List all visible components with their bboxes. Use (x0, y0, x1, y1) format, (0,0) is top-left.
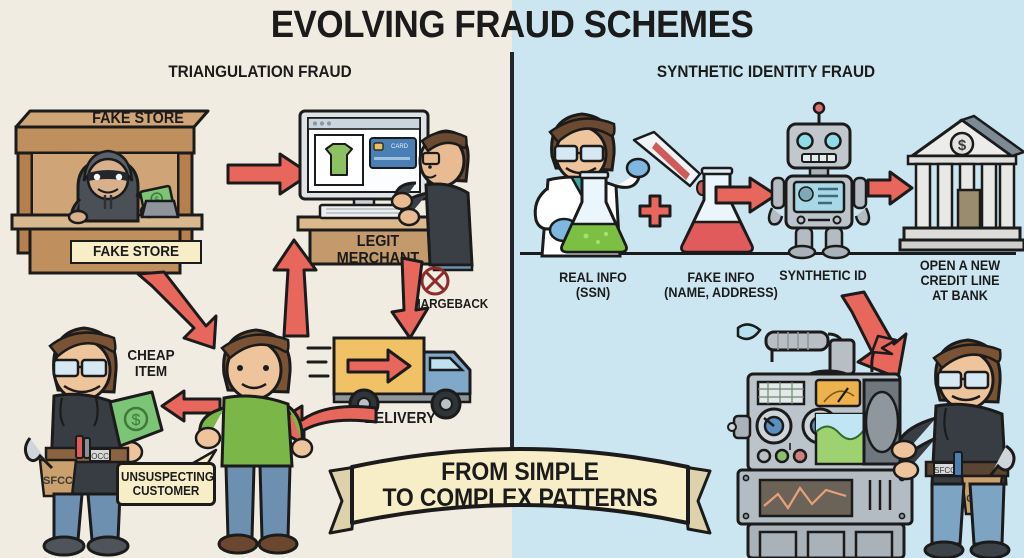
legit-merchant-scene: CARD (296, 109, 474, 272)
banner-label: FROM SIMPLE TO COMPLEX PATTERNS (382, 458, 658, 512)
left-panel-title: TRIANGULATION FRAUD (168, 62, 352, 81)
cheap-item-label: CHEAP ITEM (127, 347, 175, 381)
plus-icon (638, 194, 672, 228)
robot-synthetic-id (767, 101, 871, 260)
arrow-merchant-to-delivery (390, 256, 430, 340)
browser-card-label: CARD (391, 144, 409, 150)
pipette (632, 130, 708, 196)
synthetic-id-label: SYNTHETIC ID (779, 267, 867, 283)
arrow-customer-to-store (272, 238, 318, 338)
arrow-robot-to-bank (866, 170, 914, 206)
fake-store-sign-bottom-plate (70, 240, 202, 264)
dollar-sign-icon: $ (958, 137, 967, 154)
unsuspecting-customer-callout (116, 462, 216, 506)
svg-text:$: $ (153, 194, 160, 205)
technician-figure: SFCC CODE (890, 338, 1016, 558)
delivery-label: DELIVERY (364, 410, 436, 427)
banner-ribbon (328, 447, 712, 535)
bank-building: $ (898, 114, 1024, 252)
money-item: $ (108, 390, 164, 448)
toolbelt-pouch-left: SFCC (43, 475, 73, 487)
arrow-store-to-merchant (226, 152, 312, 196)
right-panel-title: SYNTHETIC IDENTITY FRAUD (656, 62, 876, 81)
fake-store-sign-bottom: FAKE STORE (92, 243, 180, 260)
bank-label: OPEN A NEW CREDIT LINE AT BANK (919, 257, 1001, 304)
bottom-banner: FROM SIMPLE TO COMPLEX PATTERNS (328, 437, 712, 549)
panel-divider (510, 52, 514, 492)
svg-text:$: $ (132, 412, 141, 429)
arrow-mix-to-robot (714, 176, 778, 214)
fake-info-label: FAKE INFO (NAME, ADDRESS) (664, 269, 778, 301)
legit-merchant-label: LEGIT MERCHANT (336, 233, 420, 268)
page-title: EVOLVING FRAUD SCHEMES (270, 4, 754, 46)
flask-real-info (560, 170, 628, 254)
toolbelt-buckle-right: SFCC (934, 466, 956, 475)
toolbelt-buckle-left: OCC (91, 452, 109, 461)
unsuspecting-customer-label: UNSUSPECTING CUSTOMER (121, 469, 214, 499)
flask-fake-info (680, 166, 754, 254)
real-info-label: REAL INFO (SSN) (559, 269, 627, 301)
fake-store-sign-top: FAKE STORE (92, 110, 184, 127)
right-ground-line (520, 252, 1016, 255)
unsuspecting-customer-figure (194, 328, 314, 555)
fraudster-seller-figure: OCC SFCC (23, 326, 144, 557)
arrow-down-to-buyer (136, 270, 218, 350)
circle-x-icon (420, 266, 450, 296)
